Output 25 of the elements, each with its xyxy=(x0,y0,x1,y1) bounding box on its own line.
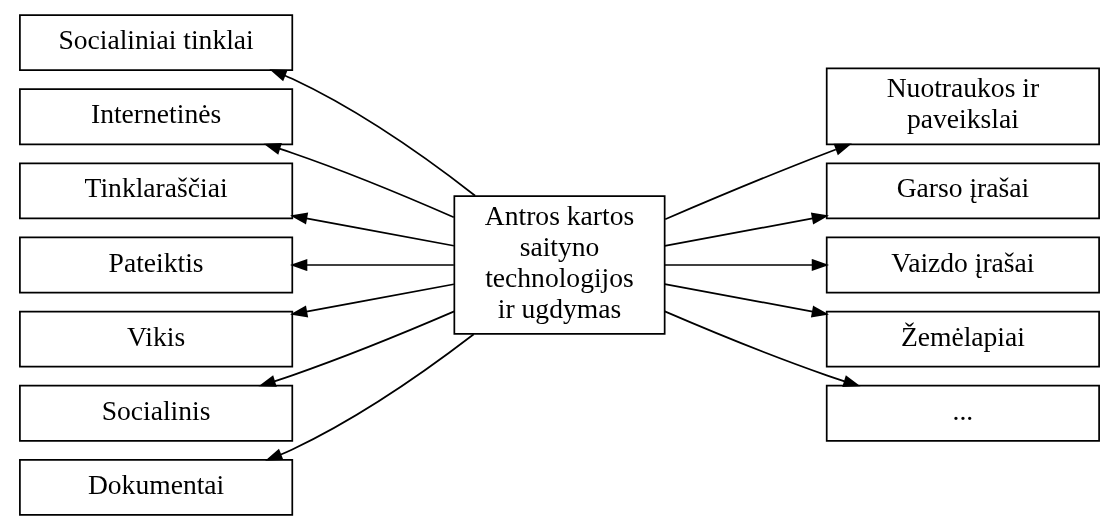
arrow xyxy=(664,143,852,221)
node-box: Internetinės xyxy=(19,88,294,146)
node-box: Garso įrašai xyxy=(825,162,1100,220)
node-box: Žemėlapiai xyxy=(825,310,1100,368)
arrow xyxy=(290,258,455,272)
arrow xyxy=(290,283,455,318)
arrow xyxy=(258,310,456,387)
node-box: Pateiktis xyxy=(19,236,294,294)
node-box: Vaizdo įrašai xyxy=(825,236,1100,294)
node-box: Socialinis xyxy=(19,384,294,442)
node-box: Tinklaraščiai xyxy=(19,162,294,220)
node-box: Socialiniai tinklai xyxy=(19,14,294,72)
node-box: Dokumentai xyxy=(19,458,294,516)
arrow xyxy=(269,69,477,197)
node-box: Vikis xyxy=(19,310,294,368)
arrow xyxy=(663,258,829,272)
arrow xyxy=(263,143,455,219)
arrow xyxy=(290,212,455,247)
arrow xyxy=(663,212,829,247)
arrow xyxy=(663,310,861,387)
node-box: Nuotraukos ir paveikslai xyxy=(825,67,1100,146)
node-box: ... xyxy=(825,384,1100,442)
arrow xyxy=(663,283,829,318)
node-box: Antros kartos saityno technologijos ir ugdymas xyxy=(453,195,666,335)
arrow xyxy=(265,333,475,461)
